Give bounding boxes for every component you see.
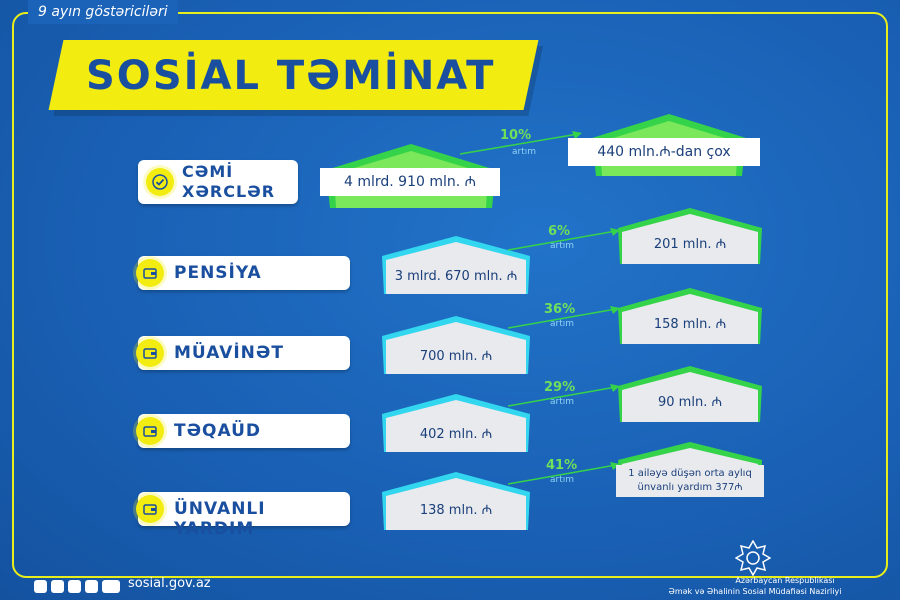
wallet-icon bbox=[136, 495, 164, 523]
website-link[interactable]: sosial.gov.az bbox=[128, 576, 211, 591]
category-label: TƏQAÜD bbox=[174, 421, 262, 441]
category-targeted-aid: ÜNVANLI YARDIM bbox=[136, 492, 350, 539]
value-scholarship-left: 402 mln. ₼ bbox=[386, 424, 526, 446]
category-label: ÜNVANLI YARDIM bbox=[174, 499, 266, 539]
value-pension-right: 201 mln. ₼ bbox=[622, 234, 758, 256]
value-targeted-aid-right: 1 ailəyə düşən orta aylıq ünvanlı yardım… bbox=[616, 465, 764, 497]
category-label: MÜAVİNƏT bbox=[174, 343, 284, 363]
percent-targeted-aid: 41% bbox=[546, 458, 578, 473]
value-total-left: 4 mlrd. 910 mln. ₼ bbox=[320, 168, 500, 196]
percent-total: 10% bbox=[500, 128, 532, 143]
artim-label-allowance: artım bbox=[550, 319, 575, 329]
value-total-right: 440 mln.₼-dan çox bbox=[568, 138, 760, 166]
wallet-icon bbox=[136, 417, 164, 445]
percent-scholarship: 29% bbox=[544, 380, 576, 395]
arrow-total bbox=[459, 131, 582, 155]
value-allowance-right: 158 mln. ₼ bbox=[622, 314, 758, 336]
checkmark-icon bbox=[146, 168, 174, 196]
arrow-pension bbox=[507, 228, 620, 251]
artim-label-total: artım bbox=[512, 147, 537, 157]
category-pension: PENSİYA bbox=[136, 256, 350, 290]
instagram-icon[interactable] bbox=[51, 580, 64, 593]
artim-label-pension: artım bbox=[550, 241, 575, 251]
artim-label-scholarship: artım bbox=[550, 397, 575, 407]
category-label-line1: CƏMİ bbox=[182, 162, 234, 181]
percent-allowance: 36% bbox=[544, 302, 576, 317]
facebook-icon[interactable] bbox=[34, 580, 47, 593]
value-pension-left: 3 mlrd. 670 mln. ₼ bbox=[386, 266, 526, 288]
category-total-expenses: CƏMİ XƏRCLƏR bbox=[138, 160, 298, 204]
yellow-frame bbox=[12, 12, 888, 578]
wallet-icon bbox=[136, 259, 164, 287]
telegram-icon[interactable] bbox=[68, 580, 81, 593]
category-label: PENSİYA bbox=[174, 263, 262, 283]
page-title: SOSİAL TƏMİNAT bbox=[86, 53, 496, 99]
wallet-icon bbox=[136, 339, 164, 367]
value-targeted-aid-left: 138 mln. ₼ bbox=[386, 500, 526, 522]
ministry-emblem-icon bbox=[735, 540, 771, 576]
arrow-scholarship bbox=[507, 384, 620, 407]
youtube-icon[interactable] bbox=[102, 580, 120, 593]
arrow-allowance bbox=[507, 306, 620, 329]
category-label-line2: XƏRCLƏR bbox=[182, 182, 276, 201]
percent-pension: 6% bbox=[548, 224, 571, 239]
value-scholarship-right: 90 mln. ₼ bbox=[622, 392, 758, 414]
period-label: 9 ayın göstəriciləri bbox=[28, 0, 178, 24]
ministry-name-line1: Azərbaycan Respublikası bbox=[735, 576, 835, 585]
category-scholarship: TƏQAÜD bbox=[136, 414, 350, 448]
ministry-name-line2: Əmək və Əhalinin Sosial Müdafiəsi Nazirl… bbox=[668, 587, 842, 596]
category-allowance: MÜAVİNƏT bbox=[136, 336, 350, 370]
value-line2: ünvanlı yardım 377₼ bbox=[637, 482, 743, 493]
twitter-icon[interactable] bbox=[85, 580, 98, 593]
value-allowance-left: 700 mln. ₼ bbox=[386, 346, 526, 368]
arrow-targeted-aid bbox=[507, 462, 620, 485]
value-line1: 1 ailəyə düşən orta aylıq bbox=[628, 468, 752, 479]
artim-label-targeted-aid: artım bbox=[550, 475, 575, 485]
